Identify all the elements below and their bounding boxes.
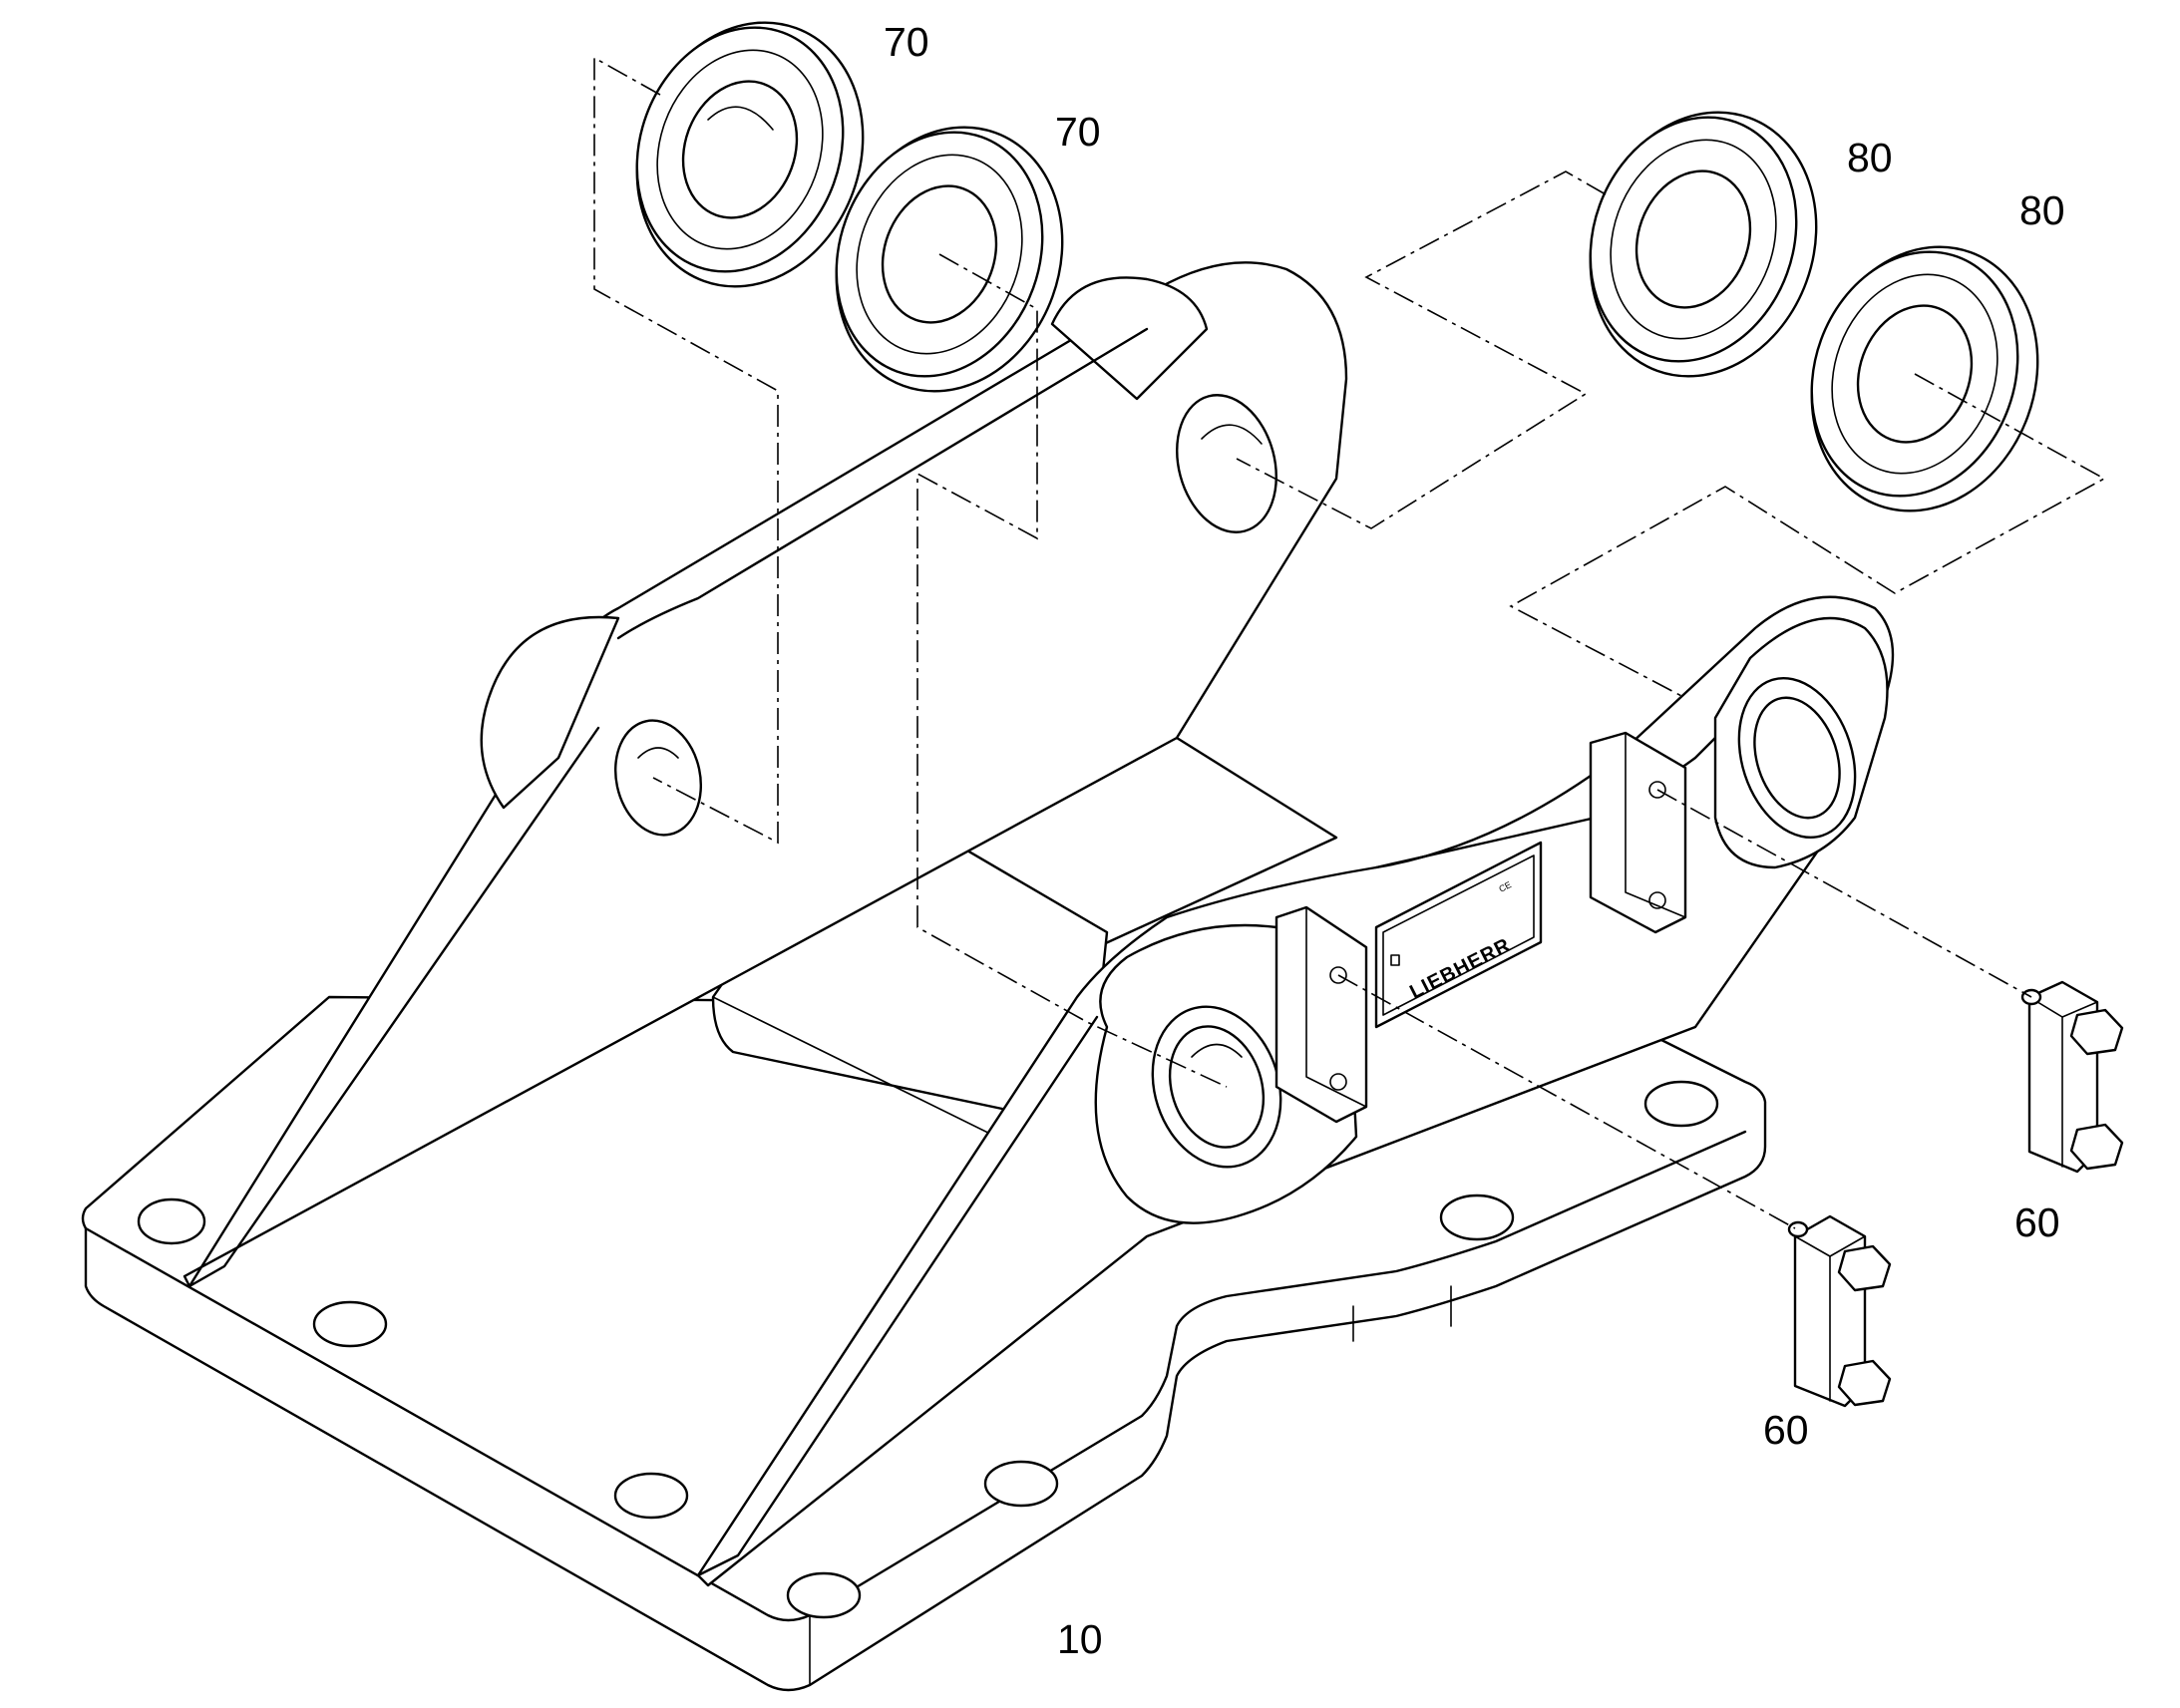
bushing-70-a xyxy=(635,21,865,288)
lock-block-front xyxy=(1274,905,1368,1124)
callout-60-rear: 60 xyxy=(2014,1199,2060,1245)
assembly-center-lines xyxy=(593,56,2106,1229)
left-side-plate xyxy=(182,261,1348,1288)
right-side-plate xyxy=(696,595,1895,1587)
callout-labels: 70 70 80 80 60 60 10 xyxy=(884,19,2065,1662)
callout-60-front: 60 xyxy=(1763,1407,1809,1453)
callout-80-a: 80 xyxy=(1847,135,1893,180)
bushing-80-a xyxy=(1589,111,1818,378)
callout-80-b: 80 xyxy=(2019,187,2065,233)
callout-10: 10 xyxy=(1057,1616,1103,1662)
lock-block-rear xyxy=(1589,731,1687,934)
callout-70-a: 70 xyxy=(884,19,929,65)
pin-lock-60-rear xyxy=(2020,980,2124,1174)
pin-lock-60-front xyxy=(1787,1214,1892,1408)
callout-70-b: 70 xyxy=(1055,109,1101,155)
